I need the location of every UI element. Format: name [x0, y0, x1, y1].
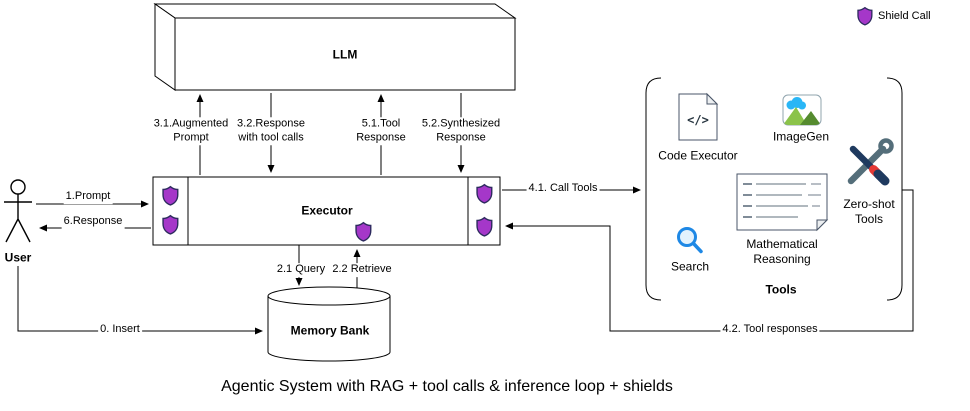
memory-bank-label: Memory Bank [290, 323, 370, 338]
user-figure [4, 179, 32, 243]
tools-bracket-right [886, 77, 903, 301]
edge-label-synthesized-response: 5.2.Synthesized Response [419, 117, 503, 145]
search-icon [677, 227, 703, 254]
edge-label-retrieve: 2.2 Retrieve [330, 263, 394, 277]
zero-shot-tools-icon [847, 138, 894, 186]
edge-label-prompt: 1.Prompt [63, 190, 113, 204]
shield-icon [476, 216, 493, 237]
executor-label: Executor [301, 203, 353, 218]
math-reasoning-icon [736, 173, 829, 232]
shield-icon [162, 185, 179, 206]
imagegen-icon [782, 94, 822, 126]
llm-label: LLM [332, 47, 358, 62]
shield-call-legend-label: Shield Call [878, 10, 931, 23]
tools-group-label: Tools [765, 282, 797, 297]
edge-label-tool-responses: 4.2. Tool responses [720, 323, 820, 337]
llm-box [153, 3, 517, 91]
user-label: User [4, 250, 32, 265]
imagegen-label: ImageGen [772, 129, 830, 144]
edge-label-tool-response: 5.1.Tool Response [354, 117, 408, 145]
code-executor-label: Code Executor [658, 148, 738, 163]
memory-bank-cylinder [267, 286, 391, 362]
shield-icon [162, 214, 179, 235]
edge-label-insert: 0. Insert [98, 323, 142, 337]
edge-label-call-tools: 4.1. Call Tools [526, 182, 600, 196]
edge-label-response-with-tool-calls: 3.2.Response with tool calls [235, 117, 307, 145]
code-glyph: </> [687, 113, 709, 127]
edge-label-augmented-prompt: 3.1.Augmented Prompt [151, 117, 231, 145]
edge-label-response: 6.Response [61, 215, 125, 229]
executor-box [152, 176, 501, 246]
shield-icon [355, 221, 372, 242]
shield-icon [857, 6, 873, 26]
tools-bracket-left [645, 77, 662, 301]
code-file-icon: </> [678, 92, 719, 141]
math-reasoning-label: Mathematical Reasoning [746, 237, 818, 266]
edge-label-query: 2.1 Query [274, 263, 328, 277]
shield-icon [476, 183, 493, 204]
zero-shot-tools-label: Zero-shot Tools [843, 197, 895, 226]
search-label: Search [670, 259, 710, 274]
edge-insert-arrow [17, 266, 263, 335]
diagram-title: Agentic System with RAG + tool calls & i… [221, 378, 673, 395]
